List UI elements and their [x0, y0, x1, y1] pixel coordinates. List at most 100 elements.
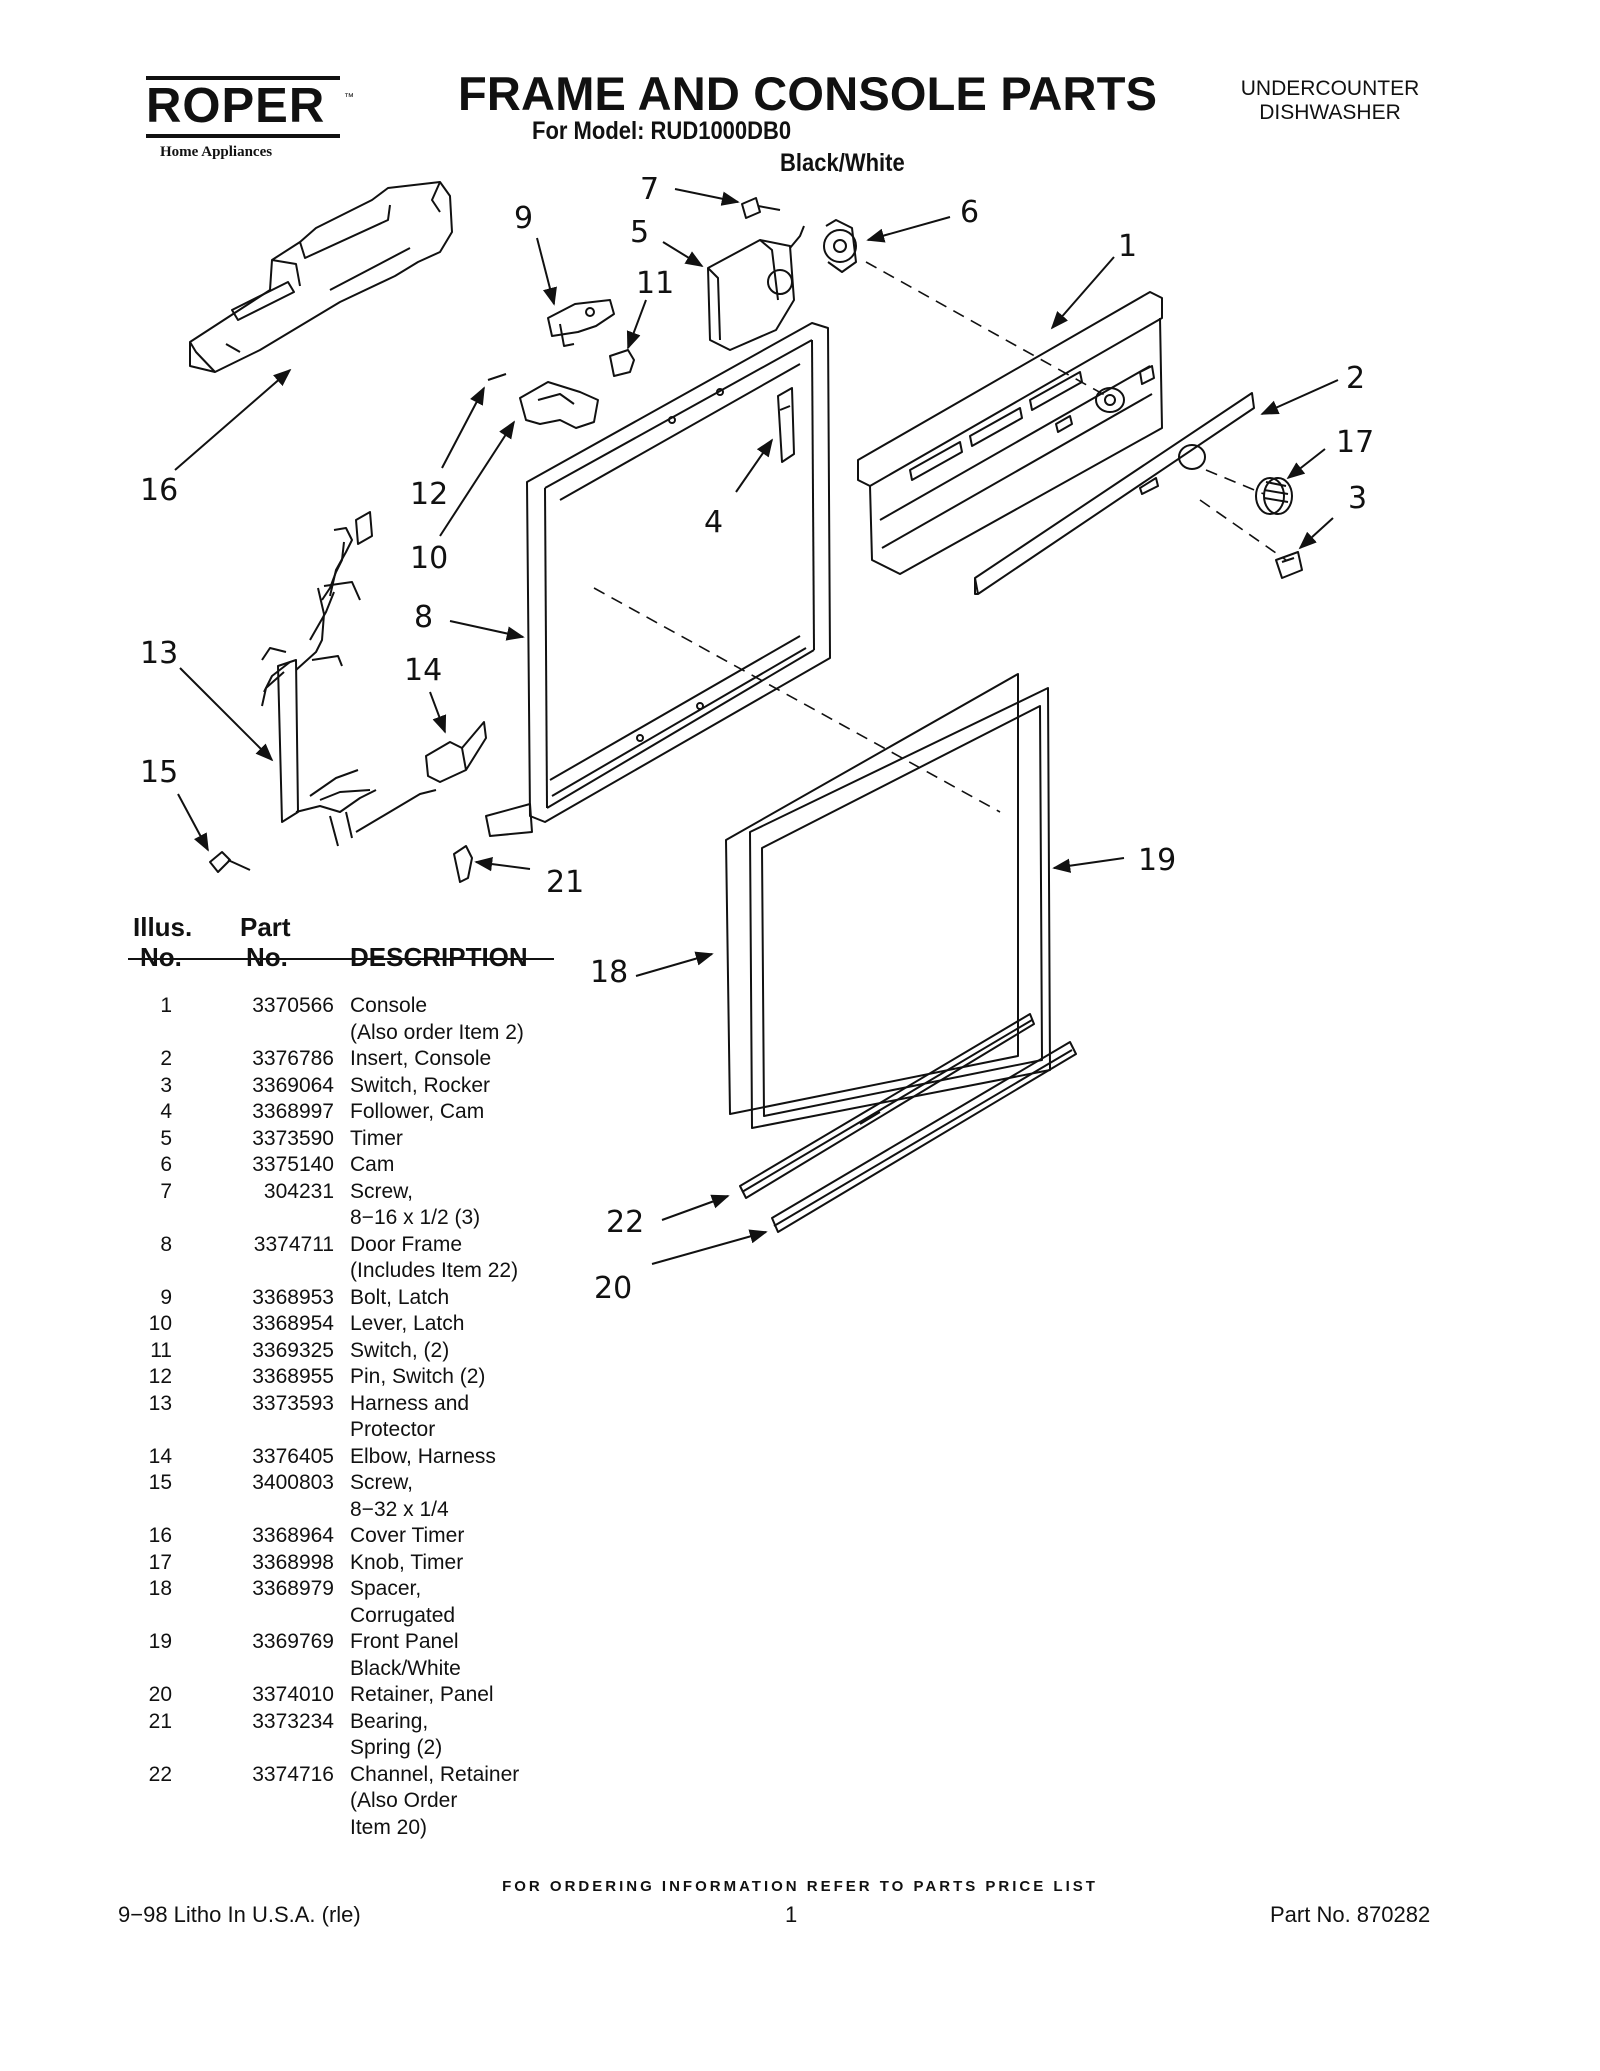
part-description: Cam [350, 1153, 395, 1176]
callout-13: 13 [140, 636, 178, 671]
part-description: Insert, Console [350, 1047, 492, 1070]
callout-12: 12 [410, 477, 448, 512]
illus-number: 16 [148, 1524, 172, 1547]
document-part-number: Part No. 870282 [1270, 1902, 1431, 1927]
part-description: Protector [350, 1418, 436, 1441]
illus-number: 17 [148, 1550, 172, 1574]
part-description: Pin, Switch (2) [350, 1365, 486, 1388]
illus-number: 18 [148, 1577, 172, 1600]
callout-15: 15 [140, 755, 178, 790]
timer-drawing [707, 225, 805, 351]
part-description: 8−32 x 1/4 [350, 1497, 449, 1521]
illus-number: 5 [160, 1126, 172, 1150]
cam-follower-drawing [777, 387, 795, 463]
callout-16: 16 [140, 473, 178, 508]
illus-number: 9 [160, 1285, 172, 1309]
illus-number: 6 [160, 1153, 172, 1176]
part-number: 3368954 [252, 1312, 334, 1335]
litho-line: 9−98 Litho In U.S.A. (rle) [118, 1902, 361, 1927]
part-number: 3374711 [253, 1232, 334, 1256]
console-drawing [857, 291, 1163, 575]
illus-number: 10 [148, 1312, 172, 1335]
part-description: Lever, Latch [350, 1312, 465, 1335]
part-number: 3375140 [252, 1153, 334, 1176]
part-number: 3400803 [252, 1471, 334, 1494]
illus-number: 2 [160, 1047, 172, 1070]
illus-number: 15 [148, 1471, 172, 1494]
console-insert-drawing [974, 392, 1255, 595]
illus-number: 20 [148, 1683, 172, 1706]
panel-retainer-drawing [771, 1041, 1077, 1233]
callout-17: 17 [1336, 425, 1374, 460]
part-number: 3374010 [252, 1683, 334, 1706]
part-number: 3374716 [252, 1762, 334, 1786]
part-number: 3368997 [252, 1100, 334, 1123]
door-frame-drawing [485, 322, 831, 837]
timer-knob-drawing [1255, 477, 1293, 515]
illus-number: 21 [148, 1709, 172, 1733]
spring-bearing-drawing [453, 845, 473, 883]
screw-15-drawing [209, 851, 251, 873]
callout-14: 14 [404, 653, 442, 688]
part-number: 3368955 [252, 1365, 334, 1388]
logo-trademark: ™ [344, 92, 354, 103]
part-description: Bolt, Latch [350, 1285, 450, 1309]
part-description: Switch, (2) [350, 1338, 450, 1362]
logo-top-bar [146, 76, 340, 80]
illus-number: 1 [160, 994, 172, 1017]
product-line-1: UNDERCOUNTER [1240, 77, 1420, 100]
callout-4: 4 [704, 505, 723, 540]
corrugated-spacer-drawing [725, 673, 1019, 1115]
callout-8: 8 [414, 600, 433, 635]
callout-5: 5 [630, 215, 649, 250]
callout-9: 9 [514, 201, 533, 236]
logo-bottom-bar [146, 134, 340, 138]
lever-latch-drawing [519, 381, 599, 429]
part-description: Corrugated [350, 1603, 456, 1627]
callout-22: 22 [606, 1205, 644, 1240]
part-number: 3369325 [252, 1338, 334, 1362]
alignment-lines [593, 261, 1287, 813]
product-line-2: DISHWASHER [1259, 101, 1401, 124]
part-description: Follower, Cam [350, 1100, 485, 1123]
part-number: 3376405 [252, 1444, 334, 1468]
switch-drawing [609, 349, 635, 377]
part-number: 304231 [263, 1179, 334, 1203]
part-number: 3373590 [252, 1126, 334, 1150]
leader-arrows [174, 188, 1339, 1265]
part-description: 8−16 x 1/2 (3) [350, 1206, 481, 1229]
header-part-line1: Part [240, 912, 291, 942]
rocker-switch-drawing [1275, 551, 1303, 579]
illus-number: 7 [160, 1179, 172, 1203]
logo-subtitle: Home Appliances [160, 144, 273, 160]
part-number: 3368979 [252, 1577, 334, 1600]
part-description: Harness and [350, 1391, 470, 1415]
model-line: For Model: RUD1000DB0 [532, 117, 792, 145]
part-description: (Also order Item 2) [350, 1020, 524, 1044]
callout-11: 11 [636, 266, 674, 301]
part-description: Switch, Rocker [350, 1073, 491, 1097]
part-description: Item 20) [350, 1815, 428, 1839]
pin-switch-drawing [487, 373, 507, 381]
callout-18: 18 [590, 955, 628, 990]
part-description: Channel, Retainer [350, 1762, 520, 1786]
channel-retainer-drawing [739, 1013, 1035, 1199]
illus-number: 4 [160, 1100, 172, 1123]
harness-elbow-drawing [425, 721, 487, 783]
part-description: Elbow, Harness [350, 1444, 496, 1468]
ordering-note: FOR ORDERING INFORMATION REFER TO PARTS … [502, 1878, 1098, 1895]
part-description: Screw, [350, 1179, 414, 1203]
part-description: (Also Order [350, 1789, 458, 1812]
part-description: Front Panel [350, 1630, 459, 1653]
callout-1: 1 [1118, 229, 1137, 264]
part-description: Black/White [350, 1656, 461, 1680]
part-description: Cover Timer [350, 1524, 465, 1547]
product-type: UNDERCOUNTER DISHWASHER [1230, 77, 1430, 125]
part-description: Spring (2) [350, 1736, 443, 1759]
part-number: 3373234 [252, 1709, 334, 1733]
part-number: 3368998 [252, 1550, 334, 1574]
part-number: 3369064 [252, 1073, 334, 1097]
callout-6: 6 [960, 195, 979, 230]
cam-drawing [823, 219, 857, 273]
header-part-line2: No. [246, 942, 288, 972]
